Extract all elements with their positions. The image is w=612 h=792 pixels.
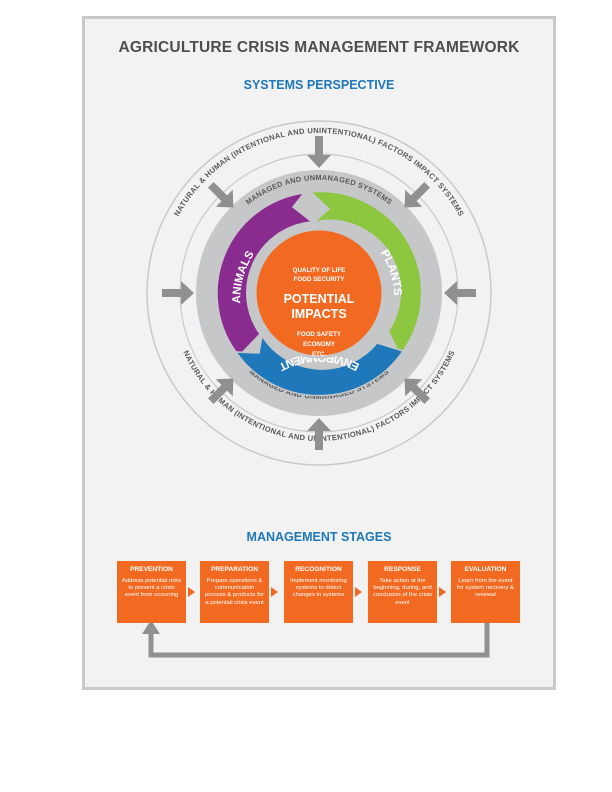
management-heading: MANAGEMENT STAGES xyxy=(246,530,392,544)
center-top-line1: QUALITY OF LIFE xyxy=(293,267,345,274)
stage-description: Prepare operations & communication proce… xyxy=(205,578,264,606)
stage-preparation: PREPARATION Prepare operations & communi… xyxy=(200,561,269,623)
flow-arrow-icon xyxy=(355,587,362,597)
center-bottom-line3: ETC. xyxy=(312,351,326,358)
systems-heading: SYSTEMS PERSPECTIVE xyxy=(243,78,395,92)
flow-arrow-icon xyxy=(439,587,446,597)
arrow-right-icon xyxy=(162,281,194,305)
center-title-line1: POTENTIAL xyxy=(284,292,355,306)
outer-ring xyxy=(146,120,492,466)
stage-prevention: PREVENTION Address potential risks to pr… xyxy=(117,561,186,623)
center-bottom-line1: FOOD SAFETY xyxy=(297,331,342,338)
center-bottom-line2: ECONOMY xyxy=(303,341,336,348)
stage-evaluation: EVALUATION Learn from the event for syst… xyxy=(451,561,520,623)
arrow-left-icon xyxy=(444,281,476,305)
center-title-line2: IMPACTS xyxy=(291,307,346,321)
plants-segment xyxy=(309,190,423,357)
return-loop-arrow xyxy=(148,623,490,658)
return-loop-arrowhead-icon xyxy=(142,620,160,634)
stage-title: PREVENTION xyxy=(130,566,173,573)
flow-arrow-icon xyxy=(188,587,195,597)
stage-description: Address potential risks to prevent a cri… xyxy=(121,578,182,599)
stage-description: Implement monitoring systems to detect c… xyxy=(290,578,347,599)
stage-recognition: RECOGNITION Implement monitoring systems… xyxy=(284,561,353,623)
arrow-diagonal-bl-icon xyxy=(207,378,234,405)
stage-description: Take action at the beginning, during, an… xyxy=(372,578,433,606)
arrow-down-icon xyxy=(307,136,331,168)
environment-segment xyxy=(234,333,405,397)
stage-title: PREPARATION xyxy=(210,566,258,573)
center-circle xyxy=(253,227,385,359)
arrow-diagonal-tl-icon xyxy=(207,181,234,208)
animals-segment xyxy=(216,191,314,358)
arrow-diagonal-tr-icon xyxy=(404,181,431,208)
stage-response: RESPONSE Take action at the beginning, d… xyxy=(368,561,437,623)
stage-description: Learn from the event for system recovery… xyxy=(457,578,514,599)
stage-title: RESPONSE xyxy=(384,566,421,573)
stage-title: RECOGNITION xyxy=(295,566,342,573)
arrow-up-icon xyxy=(307,418,331,450)
stage-title: EVALUATION xyxy=(464,566,507,573)
arrow-diagonal-br-icon xyxy=(404,378,431,405)
center-top-line2: FOOD SECURITY xyxy=(294,276,346,283)
page-title: AGRICULTURE CRISIS MANAGEMENT FRAMEWORK xyxy=(118,39,520,56)
flow-arrow-icon xyxy=(271,587,278,597)
